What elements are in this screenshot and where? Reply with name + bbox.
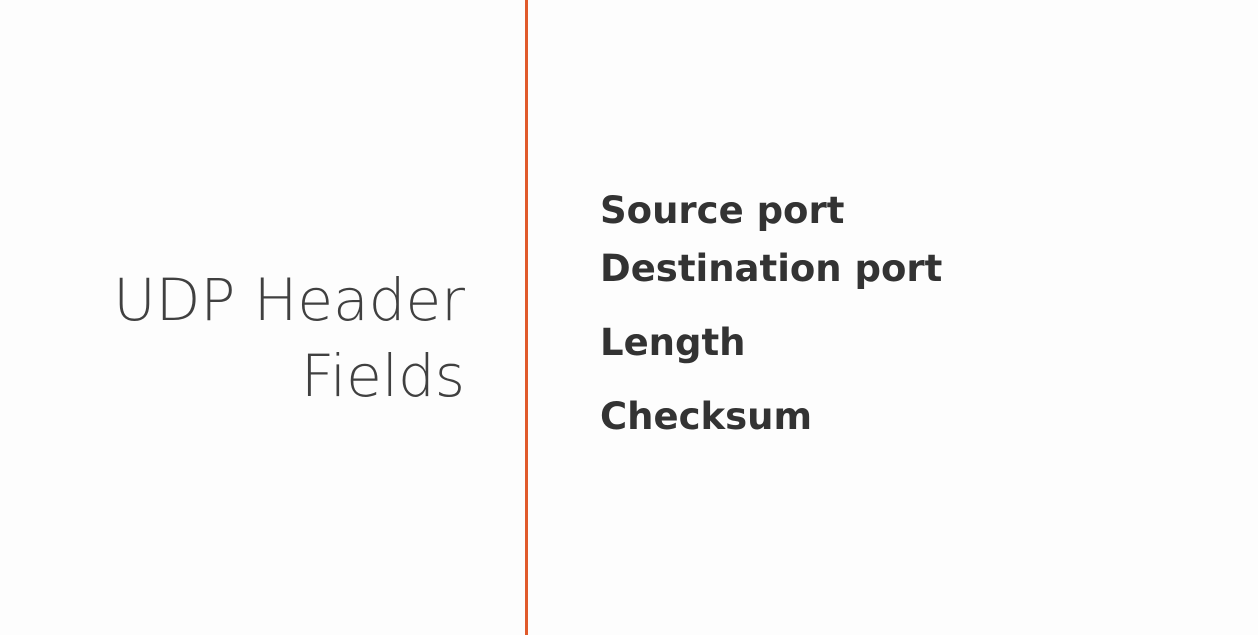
vertical-divider [525,0,528,635]
slide-title: UDP Header Fields [5,262,465,414]
list-item-destination-port: Destination port [600,247,943,290]
list-item-checksum: Checksum [600,395,813,438]
header-fields-list: Source port Destination port Length Chec… [600,186,942,458]
list-item-length: Length [600,321,746,364]
list-item-source-port: Source port [600,189,845,232]
slide-title-line-1: UDP Header [113,266,465,334]
slide-title-line-2: Fields [300,342,465,410]
